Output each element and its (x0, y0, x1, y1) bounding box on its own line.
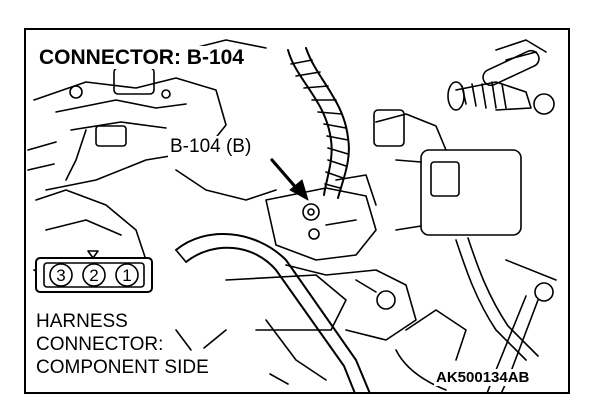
leader-lines (175, 329, 289, 385)
figure-id: AK500134AB (434, 369, 532, 386)
harness-label-line-1: HARNESS (36, 310, 130, 333)
diagram-frame: 3 2 1 CONNECTOR: B-104 B-104 (B) HARNESS… (24, 28, 570, 394)
pointer-arrow (270, 158, 309, 201)
wire-harness (287, 47, 350, 199)
pin-2-label: 2 (89, 266, 98, 285)
sensor-assembly (373, 39, 555, 236)
connector-title: CONNECTOR: B-104 (36, 46, 247, 69)
harness-label-line-2: CONNECTOR: (36, 333, 166, 356)
harness-label-line-3: COMPONENT SIDE (36, 356, 211, 379)
connector-callout-label: B-104 (B) (168, 136, 254, 157)
hose-lines (395, 237, 557, 392)
harness-connector-label: HARNESS CONNECTOR: COMPONENT SIDE (36, 310, 211, 379)
harness-connector-symbol: 3 2 1 (35, 250, 153, 293)
pin-3-label: 3 (56, 266, 65, 285)
pin-1-label: 1 (122, 266, 131, 285)
engine-bay-drawing: 3 2 1 (27, 39, 557, 392)
pipe (175, 233, 371, 392)
component-body (265, 174, 417, 341)
